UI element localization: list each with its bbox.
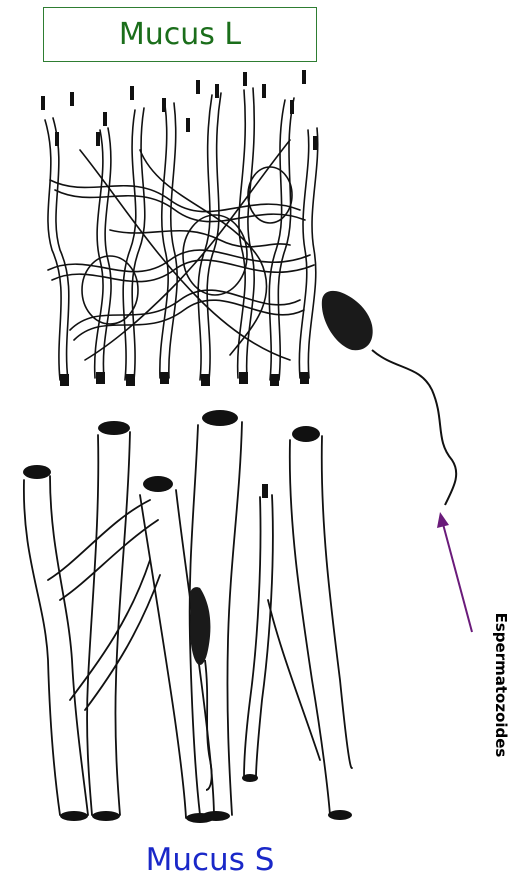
- mucus-l-fiber-tips: [41, 70, 317, 386]
- sperm-arrow: [437, 512, 472, 632]
- mucus-l-network: [45, 88, 318, 380]
- espermatozoides-label: Espermatozoides: [492, 613, 510, 758]
- sperm-cell-top: [322, 291, 456, 505]
- espermatozoides-label-box: Espermatozoides: [488, 590, 514, 780]
- mucus-s-title: Mucus S: [110, 842, 310, 878]
- mucus-s-fibers: [24, 422, 352, 818]
- sperm-cell-bottom: [190, 587, 212, 790]
